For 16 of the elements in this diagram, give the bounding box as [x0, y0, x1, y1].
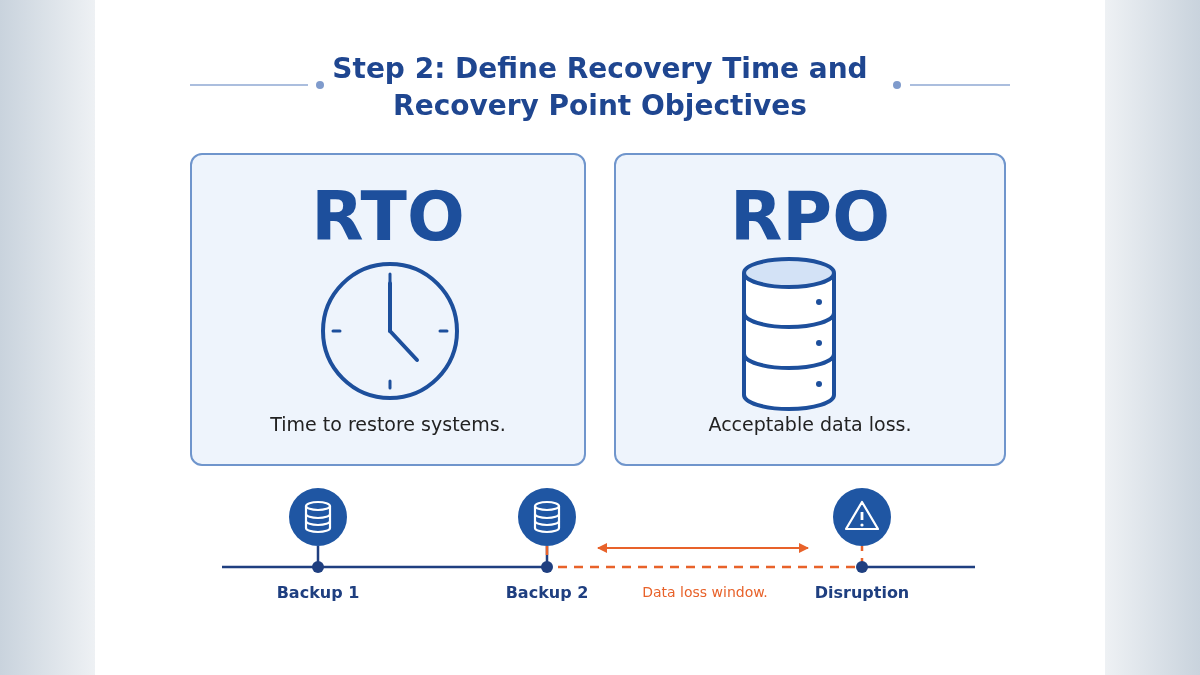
milestone-label: Backup 1 — [275, 583, 361, 602]
objective-card — [190, 153, 586, 466]
card-caption: Time to restore systems. — [270, 413, 506, 435]
objective-card — [614, 153, 1006, 466]
card-heading: RTO — [311, 177, 465, 257]
milestone-circle — [289, 488, 347, 546]
card-heading: RPO — [730, 177, 890, 257]
card-caption: Acceptable data loss. — [708, 413, 912, 435]
milestone-circle — [518, 488, 576, 546]
milestone-circle — [833, 488, 891, 546]
title: Step 2: Define Recovery Time and Recovery Point Objectives — [331, 51, 869, 124]
milestone-label: Disruption — [813, 583, 911, 602]
window-label: Data loss window. — [641, 584, 769, 600]
timeline-segment — [545, 546, 864, 569]
timeline-segment — [316, 546, 549, 569]
milestone-label: Backup 2 — [504, 583, 590, 602]
